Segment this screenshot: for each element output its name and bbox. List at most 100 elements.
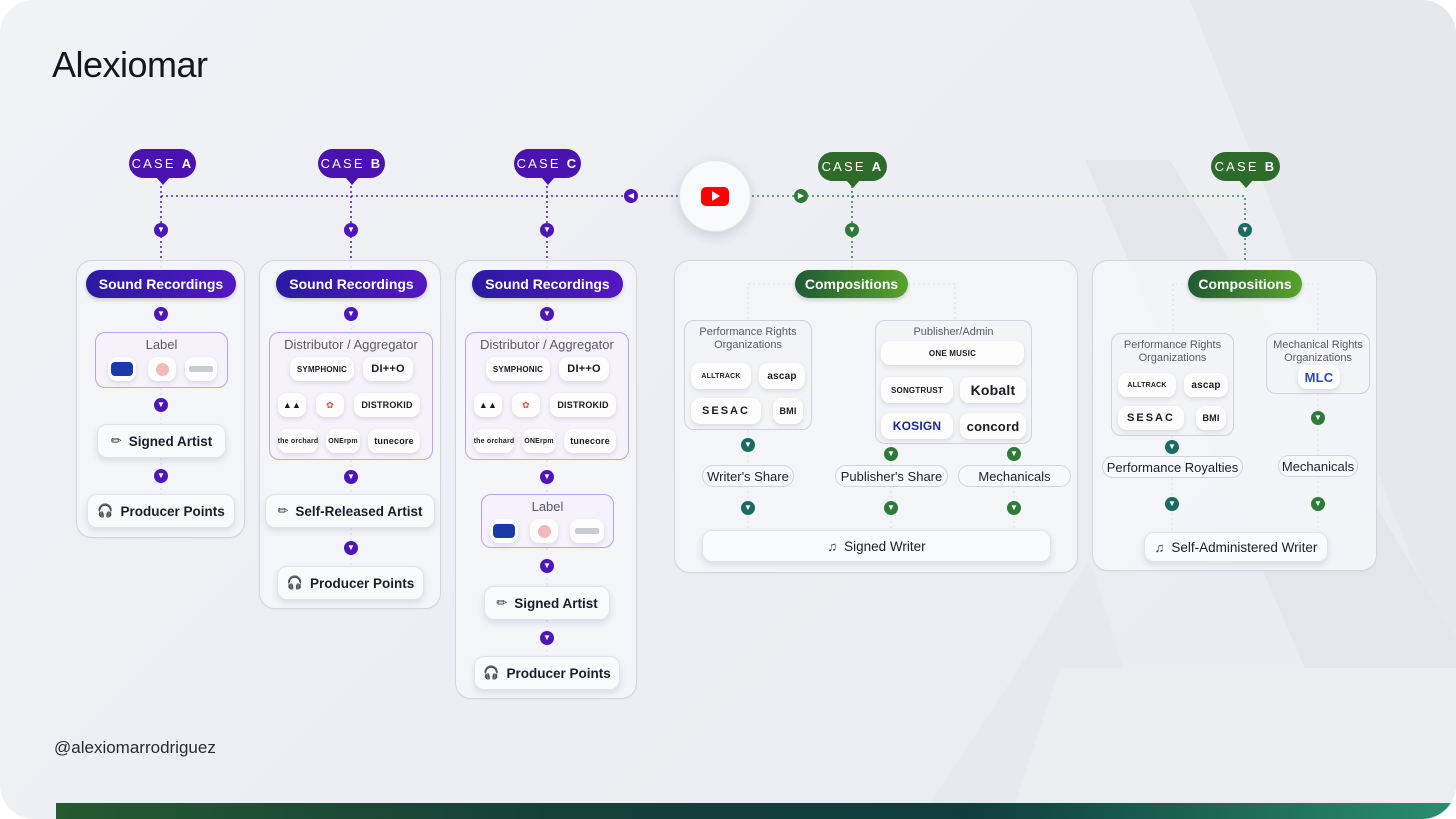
chevron-down-icon: ▼ <box>154 307 168 321</box>
sound-recordings-pill: Sound Recordings <box>472 270 623 298</box>
producer-points-label: Producer Points <box>506 665 611 681</box>
sony-music-logo <box>148 357 176 381</box>
orchard-logo: the orchard <box>474 429 514 453</box>
chevron-down-icon: ▼ <box>154 469 168 483</box>
chevron-down-icon: ▼ <box>1007 501 1021 515</box>
distributor-group-title: Distributor / Aggregator <box>480 337 614 352</box>
chevron-down-icon: ▼ <box>1007 447 1021 461</box>
mlc-logo: MLC <box>1298 365 1340 389</box>
signed-artist-label: Signed Artist <box>128 433 213 449</box>
self-released-artist-card: ✏ Self-Released Artist <box>265 494 435 528</box>
distributor-group-title: Distributor / Aggregator <box>284 337 418 352</box>
alltrack-logo: ALLTRACK <box>1118 373 1176 397</box>
producer-points-card: 🎧 Producer Points <box>277 566 424 600</box>
self-administered-writer-card: ♫ Self-Administered Writer <box>1144 532 1328 562</box>
pro-group-title: Performance Rights Organizations <box>699 326 797 351</box>
microphone-icon: ✏ <box>277 503 289 518</box>
ascap-logo: ascap <box>759 363 805 389</box>
signed-writer-card: ♫Signed Writer <box>702 530 1051 562</box>
sony-music-logo <box>530 519 558 543</box>
distributor-group: Distributor / Aggregator SYMPHONIC DI++O… <box>465 332 629 460</box>
chevron-down-icon: ▼ <box>884 447 898 461</box>
audiomack-logo: ▲▲ <box>474 393 502 417</box>
pro-group: Performance Rights Organizations ALLTRAC… <box>1111 333 1234 436</box>
pro-group-title: Performance Rights Organizations <box>1123 339 1222 364</box>
sesac-logo: SESAC <box>691 398 761 424</box>
warner-music-logo <box>490 519 518 543</box>
chevron-down-icon: ▼ <box>741 438 755 452</box>
universal-music-logo <box>570 519 604 543</box>
symphonic-logo: SYMPHONIC <box>486 357 550 381</box>
chevron-down-icon: ▼ <box>154 223 168 237</box>
kobalt-logo: Kobalt <box>960 377 1026 403</box>
chevron-down-icon: ▼ <box>1311 497 1325 511</box>
distrokid-logo: DISTROKID <box>550 393 616 417</box>
chevron-down-icon: ▼ <box>1311 411 1325 425</box>
mechanical-rights-group-title: Mechanical Rights Organizations <box>1273 339 1363 364</box>
compositions-pill: Compositions <box>795 270 908 298</box>
writers-share-label: Writer's Share <box>702 465 794 487</box>
producer-points-card: 🎧 Producer Points <box>87 494 235 528</box>
one-music-logo: ONE MUSIC <box>881 341 1024 365</box>
music-note-icon: ♫ <box>1154 539 1165 555</box>
microphone-icon: ✏ <box>110 433 122 448</box>
publishers-share-label: Publisher's Share <box>835 465 948 487</box>
headphones-icon: 🎧 <box>483 665 500 680</box>
chevron-down-icon: ▼ <box>344 541 358 555</box>
ditto-logo: DI++O <box>559 357 609 381</box>
distrokid-logo: DISTROKID <box>354 393 420 417</box>
label-group: Label <box>95 332 228 388</box>
producer-points-label: Producer Points <box>309 575 415 591</box>
youtube-icon <box>679 160 751 232</box>
chevron-down-icon: ▼ <box>154 398 168 412</box>
chevron-down-icon: ▼ <box>884 501 898 515</box>
chevron-down-icon: ▼ <box>845 223 859 237</box>
chevron-down-icon: ▼ <box>540 559 554 573</box>
mechanicals-label: Mechanicals <box>1278 455 1358 477</box>
headphones-icon: 🎧 <box>97 503 114 518</box>
chevron-down-icon: ▼ <box>1165 497 1179 511</box>
label-group: Label <box>481 494 614 548</box>
chevron-down-icon: ▼ <box>1165 440 1179 454</box>
sesac-logo: SESAC <box>1118 406 1184 430</box>
ditto-logo: DI++O <box>363 357 413 381</box>
producer-points-label: Producer Points <box>120 503 225 519</box>
songtrust-logo: SONGTRUST <box>881 377 953 403</box>
chevron-left-icon: ◀ <box>624 189 638 203</box>
tunecore-logo: tunecore <box>368 429 420 453</box>
kosign-logo: KOSIGN <box>881 413 953 439</box>
signed-writer-label: Signed Writer <box>844 538 926 554</box>
cdbaby-logo: ✿ <box>316 393 344 417</box>
social-handle: @alexiomarrodriguez <box>54 738 216 757</box>
tunecore-logo: tunecore <box>564 429 616 453</box>
brand-logo: Alexiomar <box>52 44 208 85</box>
concord-logo: concord <box>960 413 1026 439</box>
pro-group: Performance Rights Organizations ALLTRAC… <box>684 320 812 430</box>
microphone-icon: ✏ <box>496 595 508 610</box>
self-administered-writer-label: Self-Administered Writer <box>1171 539 1318 555</box>
self-released-artist-label: Self-Released Artist <box>295 503 423 519</box>
chevron-down-icon: ▼ <box>741 501 755 515</box>
chevron-down-icon: ▼ <box>540 631 554 645</box>
label-group-title: Label <box>531 499 564 514</box>
warner-music-logo <box>108 357 136 381</box>
bottom-gradient-bar <box>56 803 1456 819</box>
onerpm-logo: ONErpm <box>326 429 360 453</box>
ascap-logo: ascap <box>1184 373 1228 397</box>
chevron-right-icon: ▶ <box>794 189 808 203</box>
headphones-icon: 🎧 <box>286 575 303 590</box>
chevron-down-icon: ▼ <box>344 223 358 237</box>
publisher-admin-group: Publisher/Admin ONE MUSIC SONGTRUST Koba… <box>875 320 1032 444</box>
compositions-pill: Compositions <box>1188 270 1302 298</box>
sound-recordings-pill: Sound Recordings <box>276 270 427 298</box>
signed-artist-card: ✏ Signed Artist <box>97 424 226 458</box>
mechanical-rights-group: Mechanical Rights Organizations MLC <box>1266 333 1370 394</box>
signed-artist-card: ✏Signed Artist <box>484 586 610 620</box>
orchard-logo: the orchard <box>278 429 318 453</box>
audiomack-logo: ▲▲ <box>278 393 306 417</box>
chevron-down-icon: ▼ <box>1238 223 1252 237</box>
